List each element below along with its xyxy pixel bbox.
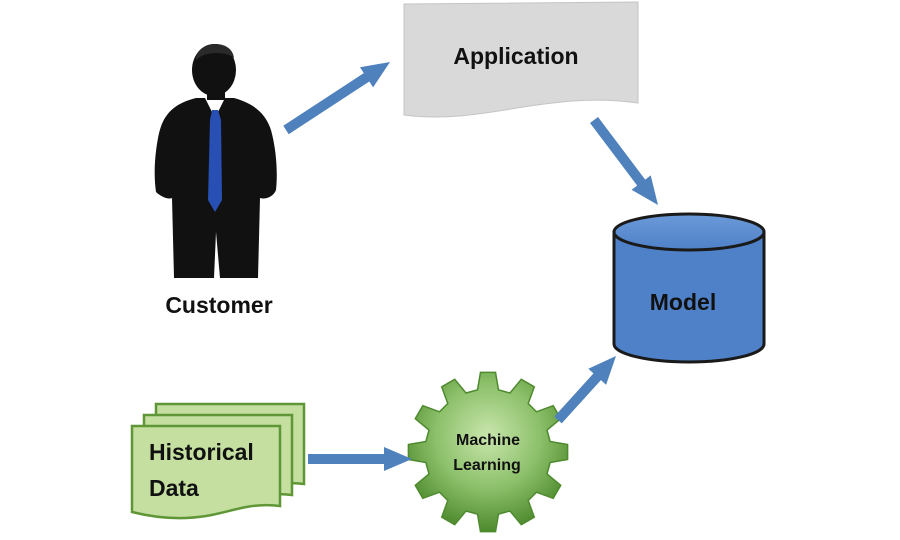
historical-data-label-line2: Data xyxy=(149,475,199,501)
model-label: Model xyxy=(650,289,716,315)
machine-learning-label-line2: Learning xyxy=(453,457,521,474)
gear-icon xyxy=(407,371,569,533)
application-node: Application xyxy=(403,1,639,118)
arrow-customer-to-application xyxy=(283,62,390,135)
arrow-historical-data-to-machine-learning xyxy=(308,447,412,471)
arrow-machine-learning-to-model xyxy=(554,356,616,424)
customer-node: Customer xyxy=(154,43,277,318)
arrow-application-to-model xyxy=(590,117,658,205)
application-shape xyxy=(403,1,639,118)
historical-data-label-line1: Historical xyxy=(149,439,254,465)
historical-data-node: Historical Data xyxy=(130,402,306,520)
stacked-documents-icon xyxy=(130,402,306,520)
cylinder-database-icon xyxy=(612,212,766,364)
customer-label: Customer xyxy=(165,292,272,318)
machine-learning-label-line1: Machine xyxy=(456,432,520,449)
businessman-silhouette-icon xyxy=(154,43,277,278)
machine-learning-node: Machine Learning xyxy=(407,371,569,533)
flow-arrows xyxy=(283,62,658,471)
application-label: Application xyxy=(453,43,578,69)
model-node: Model xyxy=(612,212,766,364)
